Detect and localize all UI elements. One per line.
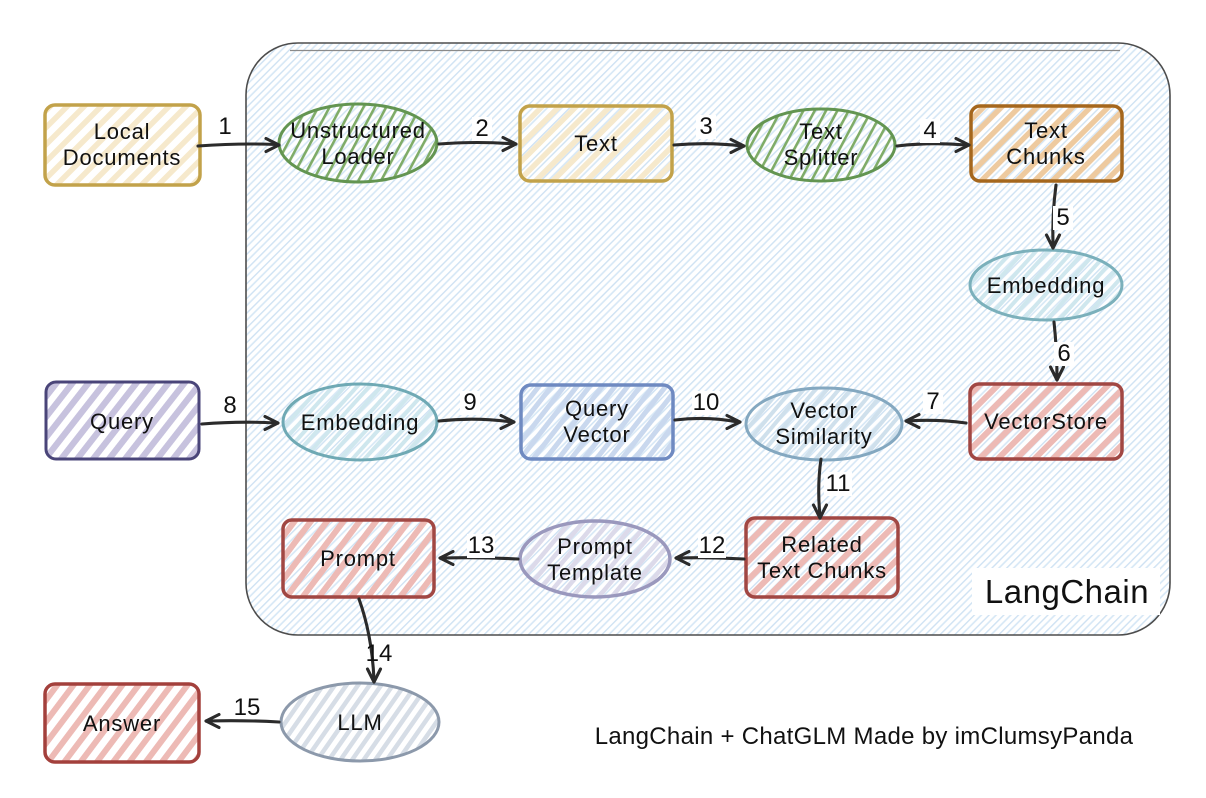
svg-text:3: 3 bbox=[699, 113, 712, 140]
svg-text:8: 8 bbox=[223, 392, 236, 419]
svg-text:VectorStore: VectorStore bbox=[984, 409, 1108, 434]
svg-text:LangChain + ChatGLM Made by im: LangChain + ChatGLM Made by imClumsyPand… bbox=[595, 723, 1134, 750]
svg-text:9: 9 bbox=[463, 389, 476, 416]
svg-text:Query: Query bbox=[565, 396, 629, 421]
svg-text:14: 14 bbox=[366, 640, 393, 667]
svg-text:Template: Template bbox=[547, 560, 643, 585]
svg-text:Embedding: Embedding bbox=[301, 410, 420, 435]
svg-text:10: 10 bbox=[693, 389, 720, 416]
svg-text:1: 1 bbox=[218, 113, 231, 140]
svg-text:Vector: Vector bbox=[563, 422, 630, 447]
svg-text:LLM: LLM bbox=[337, 710, 382, 735]
svg-text:12: 12 bbox=[699, 532, 726, 559]
svg-text:11: 11 bbox=[826, 470, 851, 497]
svg-text:Unstructured: Unstructured bbox=[290, 118, 426, 143]
svg-text:Answer: Answer bbox=[83, 711, 161, 736]
svg-text:Text: Text bbox=[799, 119, 843, 144]
svg-text:Prompt: Prompt bbox=[320, 546, 396, 571]
svg-text:Text: Text bbox=[1024, 118, 1068, 143]
svg-text:Text: Text bbox=[574, 131, 618, 156]
svg-text:Documents: Documents bbox=[63, 145, 181, 170]
svg-text:Similarity: Similarity bbox=[775, 424, 872, 449]
svg-text:LangChain: LangChain bbox=[985, 573, 1149, 610]
svg-text:2: 2 bbox=[475, 115, 488, 142]
svg-text:Vector: Vector bbox=[790, 398, 857, 423]
svg-text:13: 13 bbox=[468, 532, 495, 559]
svg-text:Text Chunks: Text Chunks bbox=[757, 558, 887, 583]
svg-text:Related: Related bbox=[781, 532, 862, 557]
svg-text:Embedding: Embedding bbox=[987, 273, 1106, 298]
svg-text:7: 7 bbox=[926, 388, 939, 415]
svg-text:6: 6 bbox=[1057, 340, 1070, 367]
svg-text:Splitter: Splitter bbox=[784, 145, 859, 170]
svg-text:Local: Local bbox=[94, 119, 151, 144]
svg-text:Prompt: Prompt bbox=[557, 534, 633, 559]
svg-text:Loader: Loader bbox=[321, 144, 394, 169]
svg-text:4: 4 bbox=[923, 117, 936, 144]
svg-text:Query: Query bbox=[90, 409, 154, 434]
svg-text:15: 15 bbox=[234, 694, 261, 721]
svg-text:Chunks: Chunks bbox=[1006, 144, 1085, 169]
svg-text:5: 5 bbox=[1056, 204, 1069, 231]
